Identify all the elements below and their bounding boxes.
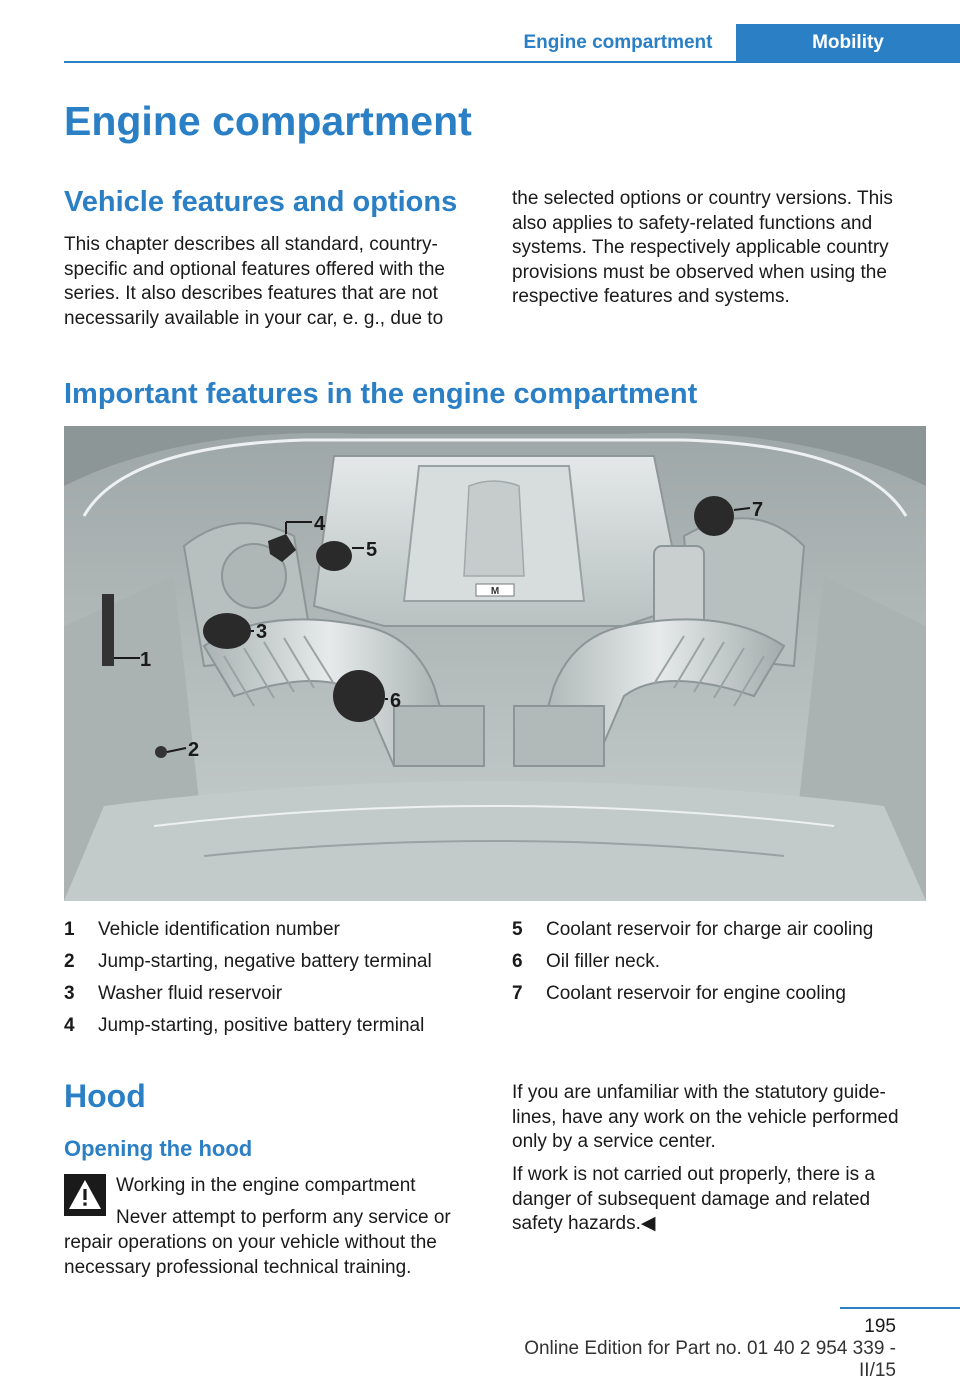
list-item: 7 Coolant reservoir for engine cooling [512, 978, 932, 1010]
legend-text: Coolant reservoir for charge air cooling [546, 919, 874, 940]
legend-number: 4 [64, 1015, 75, 1036]
opening-hood-heading: Opening the hood [64, 1136, 253, 1161]
legend-number: 1 [64, 919, 75, 940]
hood-heading: Hood [64, 1078, 146, 1114]
list-item: 6 Oil filler neck. [512, 946, 932, 978]
legend-number: 2 [64, 951, 75, 972]
hood-right-para-2: If work is not carried out properly, the… [512, 1163, 932, 1237]
text-line: also applies to safety-related functions… [512, 212, 873, 234]
hood-right-para-1: If you are unfamiliar with the statutory… [512, 1081, 932, 1155]
text-line: series. It also describes features that … [64, 283, 438, 304]
footer-rule [840, 1307, 960, 1309]
vehicle-features-heading: Vehicle features and options [64, 186, 458, 218]
engine-compartment-illustration: M [64, 426, 926, 901]
legend-left: 1 Vehicle identification number 2 Jump-s… [64, 914, 484, 1042]
text-line: repair operations on your vehicle withou… [64, 1232, 437, 1253]
callout-7: 7 [752, 499, 763, 521]
text-line: the selected options or country versions… [512, 188, 893, 209]
list-item: 3 Washer fluid reservoir [64, 978, 484, 1010]
legend-text: Oil filler neck. [546, 951, 661, 972]
legend-right: 5 Coolant reservoir for charge air cooli… [512, 914, 932, 1010]
warning-text: repair operations on your vehicle withou… [64, 1231, 484, 1280]
list-item: 1 Vehicle identification number [64, 914, 484, 946]
tab-engine-compartment[interactable]: Engine compartment [523, 31, 713, 53]
warning-first-line: Never attempt to perform any service or [116, 1207, 451, 1228]
warning-title: Working in the engine compartment [116, 1175, 416, 1196]
text-line: provisions must be observed when using t… [512, 261, 887, 283]
text-line: This chapter describes all standard, cou… [64, 234, 438, 255]
warning-icon [64, 1174, 106, 1216]
tab-mobility[interactable]: Mobility [736, 24, 960, 62]
text-line: specific and optional features offered w… [64, 258, 445, 280]
legend-text: Jump-starting, positive battery terminal [98, 1015, 425, 1036]
text-line: If you are unfamiliar with the statutory… [512, 1082, 886, 1103]
legend-text: Vehicle identification number [98, 919, 340, 940]
text-line: danger of subsequent damage and related [512, 1188, 871, 1210]
callout-3: 3 [256, 621, 267, 643]
page-title: Engine compartment [64, 98, 472, 144]
list-item: 2 Jump-starting, negative battery termin… [64, 946, 484, 978]
callout-6: 6 [390, 690, 401, 712]
callout-4: 4 [314, 513, 326, 535]
vehicle-features-text-left: This chapter describes all standard, cou… [64, 233, 484, 331]
important-features-heading: Important features in the engine compart… [64, 378, 698, 410]
header-rule [64, 61, 960, 63]
legend-text: Coolant reservoir for engine cooling [546, 983, 846, 1004]
legend-number: 3 [64, 983, 75, 1004]
callout-2: 2 [188, 739, 199, 761]
text-line: respective features and systems. [512, 286, 790, 307]
vehicle-features-text-right: the selected options or country versions… [512, 187, 932, 310]
brand-mark: M [491, 586, 499, 597]
legend-number: 6 [512, 951, 523, 972]
text-line: safety hazards.◀ [512, 1213, 656, 1234]
legend-number: 5 [512, 919, 523, 940]
callout-1: 1 [140, 649, 151, 671]
text-line: necessarily available in your car, e. g.… [64, 307, 444, 329]
page-header: Engine compartment Mobility [0, 0, 960, 64]
text-line: If work is not carried out properly, the… [512, 1164, 875, 1185]
list-item: 5 Coolant reservoir for charge air cooli… [512, 914, 932, 946]
page-number: 195 [864, 1316, 896, 1337]
callout-5: 5 [366, 539, 377, 561]
legend-number: 7 [512, 983, 523, 1004]
legend-text: Jump-starting, negative battery terminal [98, 951, 432, 972]
text-line: lines, have any work on the vehicle perf… [512, 1106, 899, 1128]
text-line: only by a service center. [512, 1131, 716, 1152]
list-item: 4 Jump-starting, positive battery termin… [64, 1010, 484, 1042]
text-line: necessary professional technical trainin… [64, 1256, 412, 1278]
text-line: systems. The respectively applicable cou… [512, 237, 889, 258]
edition-footer: Online Edition for Part no. 01 40 2 954 … [524, 1338, 896, 1381]
legend-text: Washer fluid reservoir [98, 983, 283, 1004]
